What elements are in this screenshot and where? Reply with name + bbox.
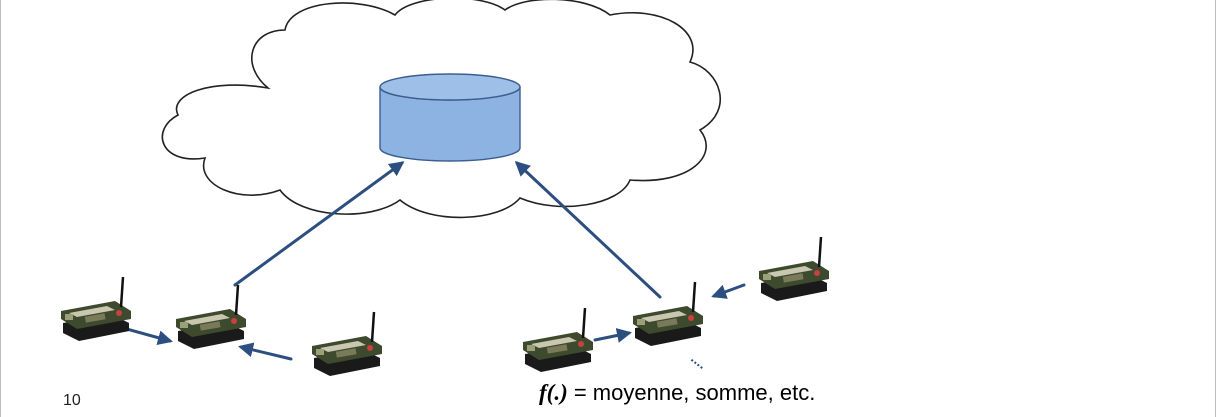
arrow-left-bottom-to-aggregator [238,342,293,361]
sensor-node-left-leaf [59,275,133,343]
arrow-left-aggregator-to-database [233,161,405,287]
arrow-right-aggregator-to-database [514,160,662,299]
arrow-far-right-to-aggregator [711,283,746,299]
sensor-node-far-right [757,235,831,303]
more-nodes-ellipsis: .... [688,350,710,372]
slide-left-border [0,0,1,417]
sensor-node-right-aggregator [631,280,705,348]
aggregation-caption: f(.) = moyenne, somme, etc. [539,380,815,406]
page-number: 10 [63,392,81,409]
database-icon [379,73,521,162]
sensor-node-left-bottom [310,310,384,378]
sensor-node-right-leaf [521,306,595,374]
function-symbol: f(.) [539,380,568,405]
arrow-right-leaf-to-aggregator [593,328,632,343]
caption-text: = moyenne, somme, etc. [567,380,816,405]
sensor-node-left-aggregator [174,283,248,351]
arrow-left-leaf-to-aggregator [121,326,173,346]
